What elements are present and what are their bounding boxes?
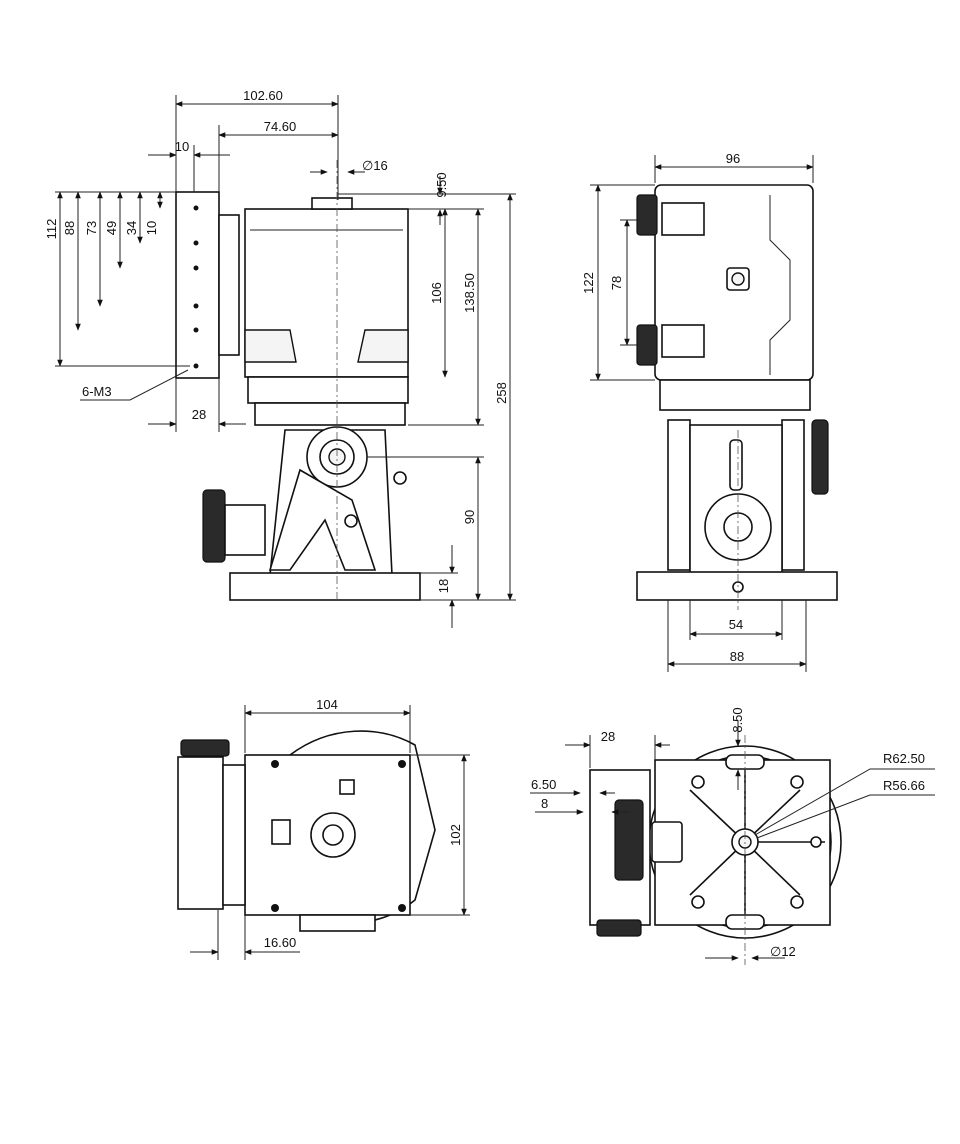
dim-49: 49 — [104, 221, 119, 235]
dim-96: 96 — [726, 151, 740, 166]
rear-view: 28 8.50 6.50 8 R62.50 R56.66 ∅12 — [530, 707, 935, 965]
side-knob — [202, 489, 226, 563]
dim-88-side: 88 — [730, 649, 744, 664]
dim-28-rear: 28 — [601, 729, 615, 744]
flange-plate — [175, 191, 220, 379]
dim-dia-16: ∅16 — [362, 158, 388, 173]
dim-dia-12: ∅12 — [770, 944, 796, 959]
dim-10-side: 10 — [144, 221, 159, 235]
dim-88: 88 — [62, 221, 77, 235]
dim-r56-66: R56.66 — [883, 778, 925, 793]
dim-8-50: 8.50 — [730, 707, 745, 732]
dim-18: 18 — [436, 579, 451, 593]
dim-122: 122 — [581, 272, 596, 294]
dim-73: 73 — [84, 221, 99, 235]
dim-10-top: 10 — [175, 139, 189, 154]
dim-90: 90 — [462, 510, 477, 524]
dim-16-60: 16.60 — [264, 935, 297, 950]
m3-holes — [193, 205, 199, 369]
top-view: 104 102 16.60 — [177, 697, 470, 960]
dim-6-50: 6.50 — [531, 777, 556, 792]
callout-6-m3: 6-M3 — [82, 384, 112, 399]
front-view: 102.60 74.60 10 ∅16 9.50 112 88 73 49 34… — [44, 88, 516, 628]
dim-9-50: 9.50 — [434, 172, 449, 197]
dim-138-50: 138.50 — [462, 273, 477, 313]
dim-102-60: 102.60 — [243, 88, 283, 103]
dim-102: 102 — [448, 824, 463, 846]
dim-28-front: 28 — [192, 407, 206, 422]
dim-104: 104 — [316, 697, 338, 712]
dim-54: 54 — [729, 617, 743, 632]
dim-74-60: 74.60 — [264, 119, 297, 134]
dim-112: 112 — [44, 219, 59, 240]
dim-258: 258 — [494, 382, 509, 404]
side-view: 96 122 78 54 88 — [581, 151, 838, 672]
dim-106: 106 — [429, 282, 444, 304]
dim-34: 34 — [124, 221, 139, 235]
base-plate — [229, 572, 421, 601]
dim-78: 78 — [609, 276, 624, 290]
dim-8: 8 — [541, 796, 548, 811]
dim-r62-50: R62.50 — [883, 751, 925, 766]
